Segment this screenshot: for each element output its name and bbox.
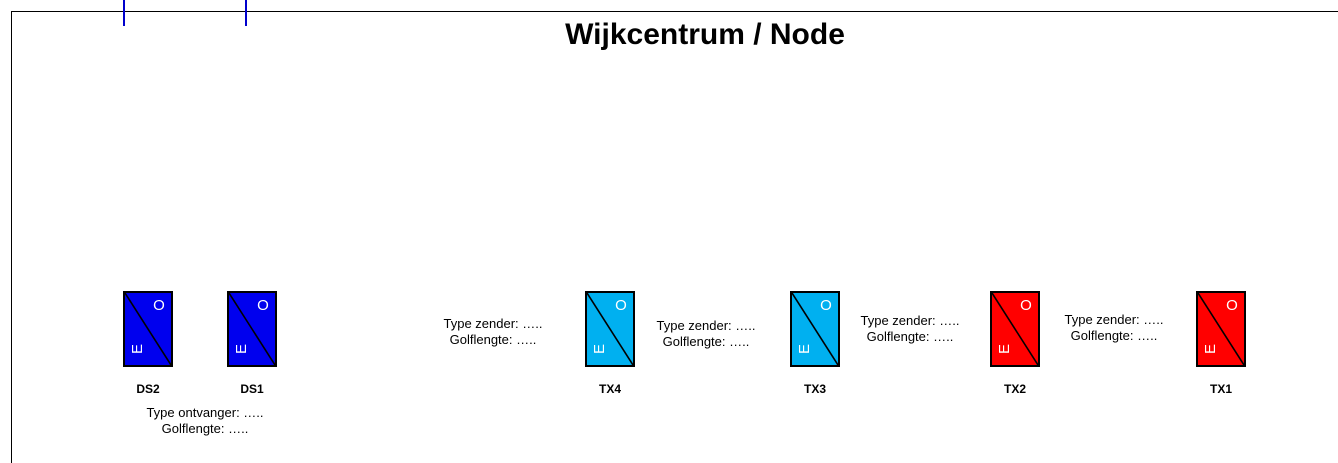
converter-symbol-icon: OE <box>992 293 1038 365</box>
optical-letter: O <box>153 297 165 314</box>
transmitter-type-text: Type zender: ….. <box>860 313 960 328</box>
transmitter-type-text: Type zender: ….. <box>443 316 543 331</box>
converter-symbol-icon: OE <box>792 293 838 365</box>
frame-left-border <box>11 11 12 463</box>
page-title: Wijkcentrum / Node <box>565 18 845 51</box>
converter-symbol-icon: OE <box>229 293 275 365</box>
diagonal-divider <box>125 293 171 365</box>
transmitter-tx4-note: Type zender: ….. Golflengte: ….. <box>433 316 553 348</box>
diagonal-divider <box>229 293 275 365</box>
electrical-letter: E <box>129 344 146 354</box>
wavelength-text: Golflengte: ….. <box>866 329 954 344</box>
diagonal-divider <box>792 293 838 365</box>
diagonal-divider <box>587 293 633 365</box>
wavelength-text: Golflengte: ….. <box>449 332 537 347</box>
cable-line-right <box>245 0 247 26</box>
transmitter-tx2-note: Type zender: ….. Golflengte: ….. <box>850 313 970 345</box>
converter-symbol-icon: OE <box>1198 293 1244 365</box>
wavelength-text: Golflengte: ….. <box>1070 328 1158 343</box>
wavelength-text: Golflengte: ….. <box>662 334 750 349</box>
electrical-letter: E <box>1202 344 1219 354</box>
transmitter-tx3-label: TX3 <box>803 382 826 396</box>
optical-letter: O <box>615 297 627 314</box>
optical-letter: O <box>820 297 832 314</box>
cable-line-left <box>123 0 125 26</box>
diagonal-divider <box>1198 293 1244 365</box>
optical-letter: O <box>1020 297 1032 314</box>
transmitter-tx2-label: TX2 <box>1003 382 1026 396</box>
transmitter-tx1-note: Type zender: ….. Golflengte: ….. <box>1054 312 1174 344</box>
optical-letter: O <box>257 297 269 314</box>
converter-symbol-icon: OE <box>125 293 171 365</box>
transmitter-tx4-label: TX4 <box>598 382 621 396</box>
transmitter-type-text: Type zender: ….. <box>1064 312 1164 327</box>
wavelength-text: Golflengte: ….. <box>161 421 249 436</box>
receiver-note: Type ontvanger: ….. Golflengte: ….. <box>130 405 280 437</box>
frame-top-border <box>11 11 1338 12</box>
diagonal-divider <box>992 293 1038 365</box>
receiver-ds2-label: DS2 <box>136 382 160 396</box>
transmitter-type-text: Type zender: ….. <box>656 318 756 333</box>
converter-symbol-icon: OE <box>587 293 633 365</box>
electrical-letter: E <box>591 344 608 354</box>
optical-letter: O <box>1226 297 1238 314</box>
transmitter-tx3-note: Type zender: ….. Golflengte: ….. <box>646 318 766 350</box>
receiver-type-text: Type ontvanger: ….. <box>146 405 264 420</box>
receiver-ds1-label: DS1 <box>240 382 264 396</box>
transmitter-tx1-label: TX1 <box>1209 382 1232 396</box>
electrical-letter: E <box>996 344 1013 354</box>
electrical-letter: E <box>796 344 813 354</box>
electrical-letter: E <box>233 344 250 354</box>
